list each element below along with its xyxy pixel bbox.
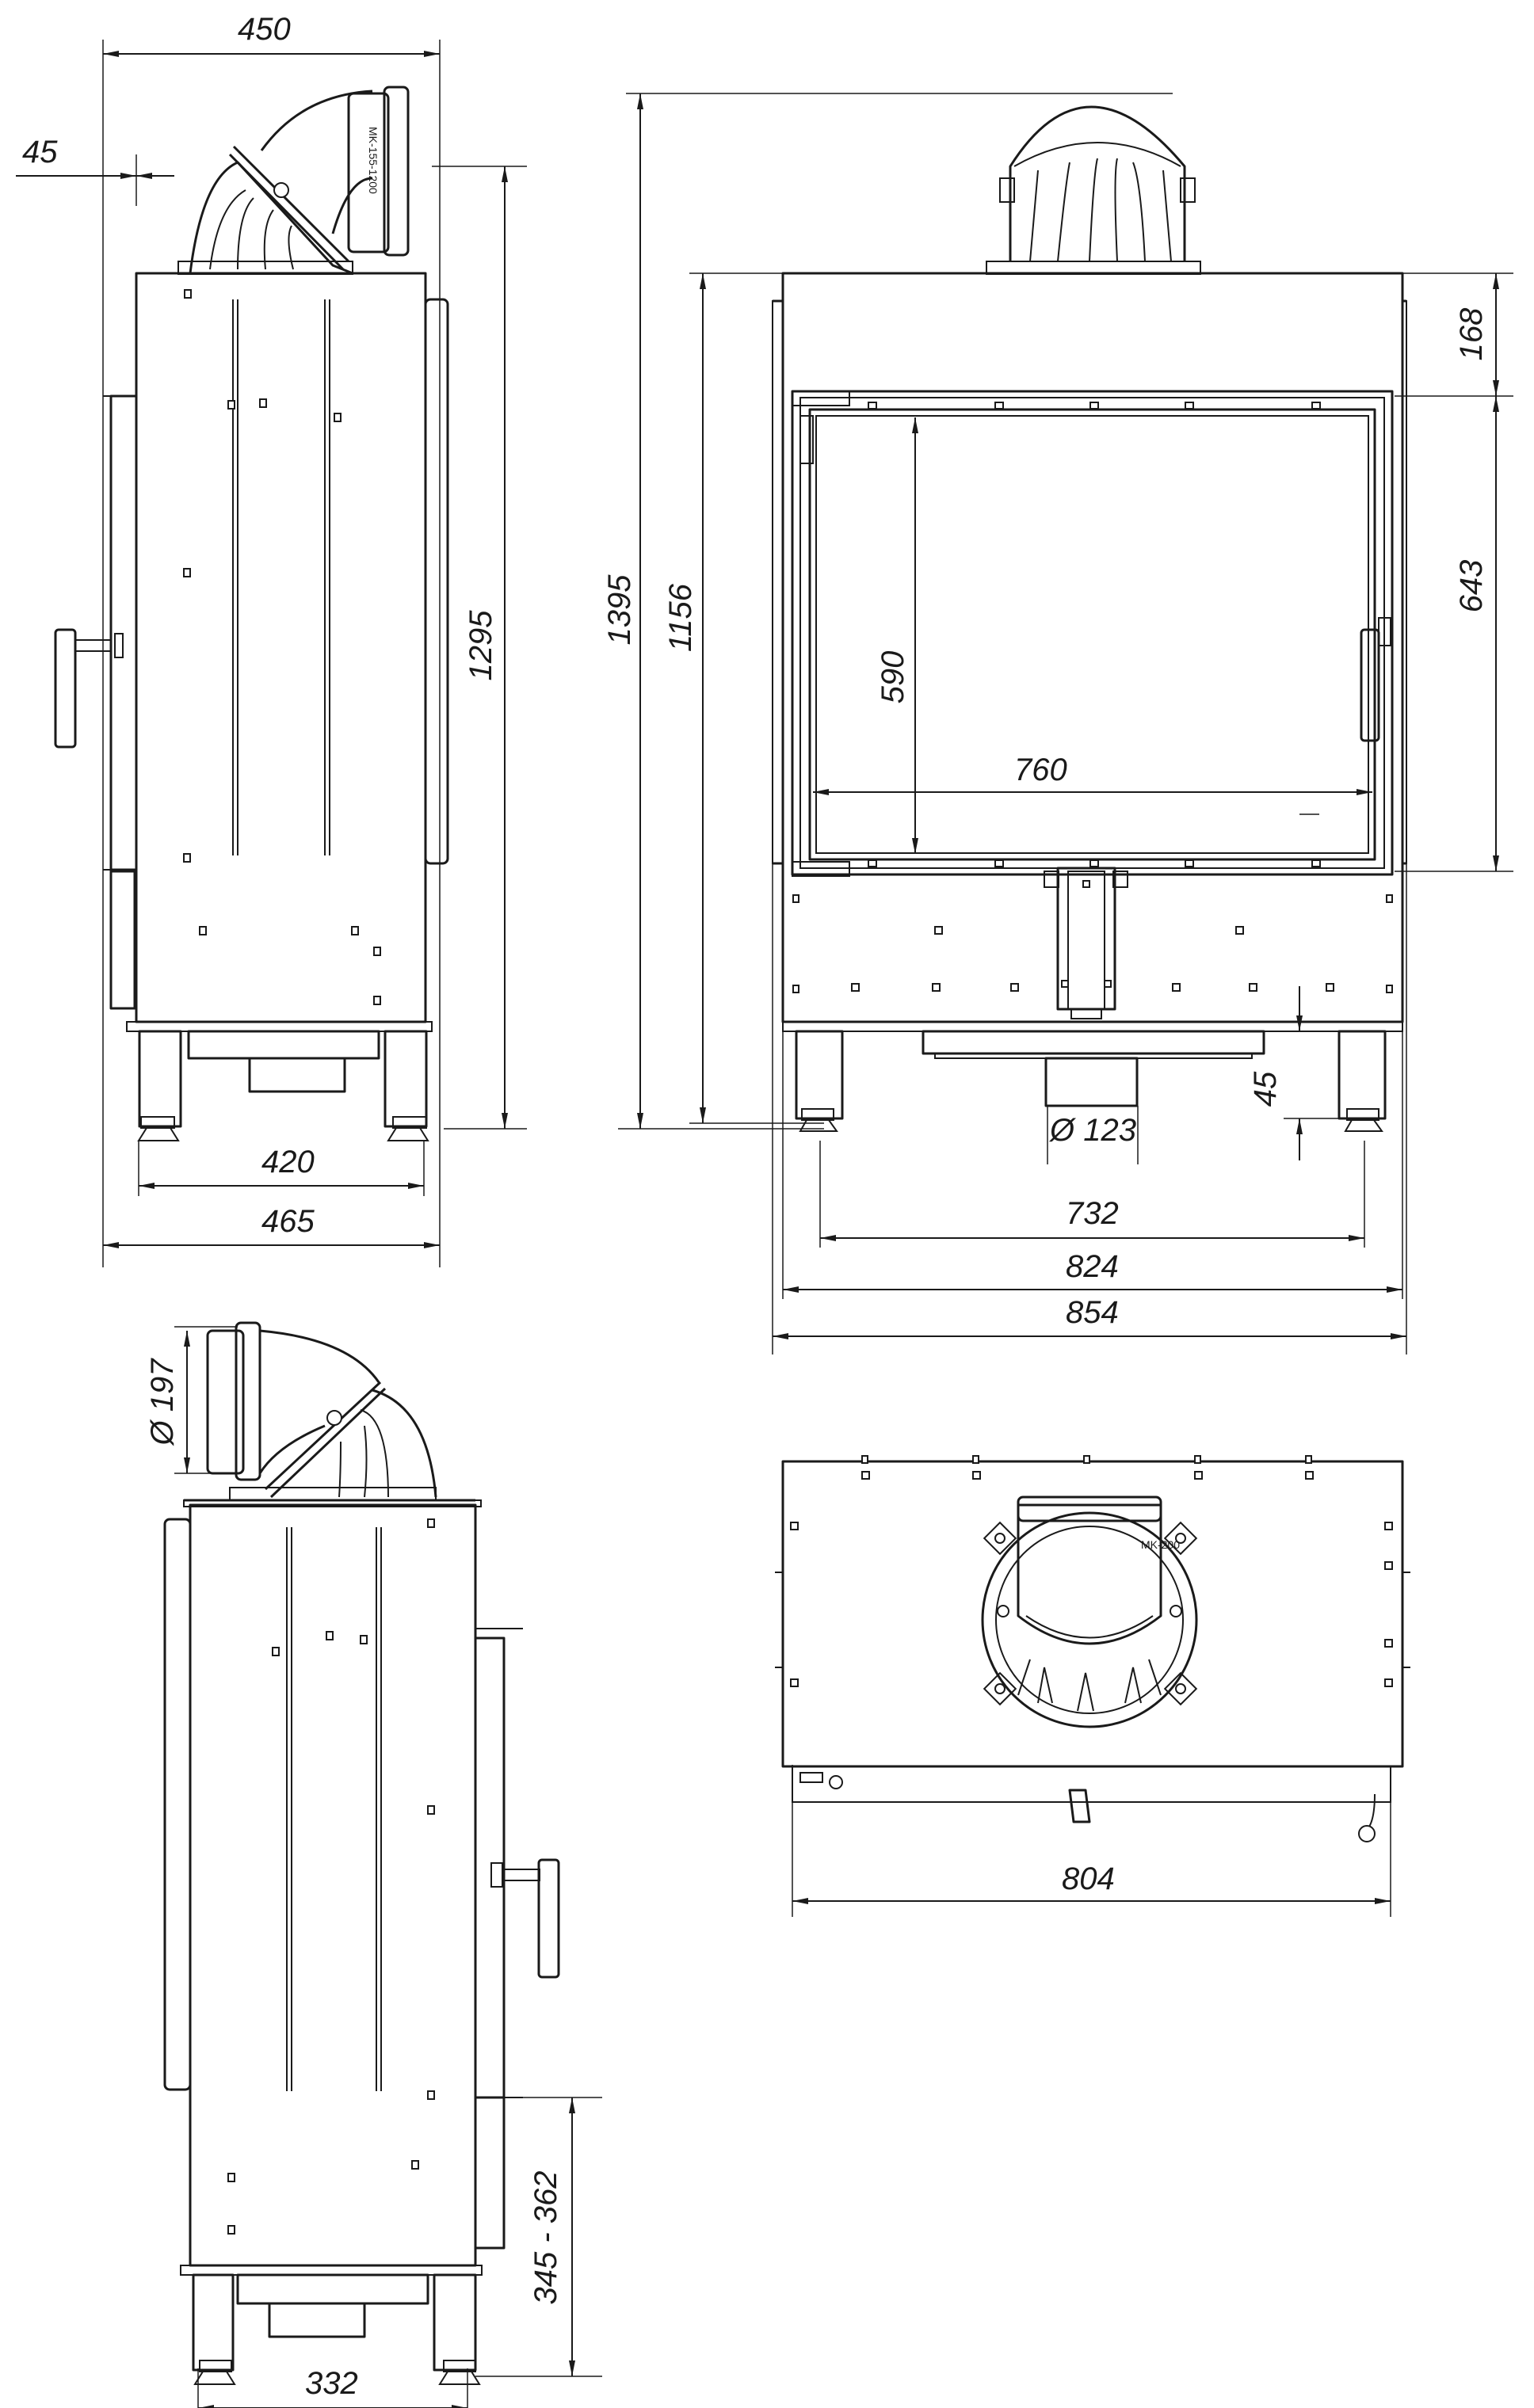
- side-bottom-legs: [192, 2273, 481, 2385]
- dim-body-depth: 465: [261, 1204, 315, 1239]
- dimension-labels: 450 45 1295 420 465 1395 1156 168 643 59…: [22, 12, 1489, 2401]
- flue-elbow: MK-155-1200: [177, 86, 410, 275]
- door-handle: [54, 628, 124, 749]
- top-flue-label: MK-200: [1141, 1538, 1180, 1551]
- front-view: [618, 93, 1513, 1354]
- side-rear-panel: [424, 298, 449, 865]
- side-view-top: MK-155-1200: [54, 40, 527, 1267]
- front-holes: [792, 894, 1393, 993]
- dim-flue-diameter: Ø 197: [145, 1358, 180, 1447]
- front-flue: [986, 105, 1201, 275]
- dim-top-width: 450: [238, 12, 291, 47]
- top-controls: [799, 1772, 1376, 1842]
- dimension-lines: [16, 51, 1499, 2408]
- dim-glass-width: 760: [1014, 752, 1067, 787]
- side-view-bottom: [163, 1321, 602, 2408]
- dim-feet-width-bottom: 332: [305, 2366, 358, 2401]
- side-bottom-holes: [227, 1518, 435, 2235]
- flue-elbow-bottom: [184, 1321, 475, 1502]
- top-view: MK-200: [775, 1455, 1410, 1917]
- dim-inlet-height: 345 - 362: [529, 2170, 563, 2304]
- dim-overall-width: 854: [1066, 1295, 1119, 1330]
- dim-flue-offset: 45: [22, 135, 58, 170]
- dim-leg-height: 45: [1248, 1071, 1283, 1107]
- top-holes: [775, 1455, 1410, 1687]
- dim-top-section: 168: [1454, 307, 1489, 360]
- side-body-bottom: [189, 1503, 477, 2267]
- dim-air-inlet: Ø 123: [1048, 1113, 1136, 1148]
- dim-total-height: 1395: [602, 574, 637, 646]
- dim-door-height: 643: [1454, 560, 1489, 613]
- door-handle-bottom: [490, 1858, 560, 1979]
- dim-side-height: 1295: [464, 610, 498, 681]
- flue-label: MK-155-1200: [367, 127, 380, 194]
- door: [791, 390, 1394, 877]
- side-holes: [183, 289, 381, 1005]
- side-legs: [137, 1030, 429, 1141]
- air-control-slot: [1044, 867, 1128, 1019]
- side-body: [135, 272, 427, 1023]
- top-body: [781, 1460, 1404, 1768]
- dim-glass-height: 590: [876, 651, 910, 704]
- dim-body-width: 824: [1066, 1249, 1119, 1284]
- dim-body-height: 1156: [663, 583, 698, 652]
- dim-leg-span: 732: [1066, 1196, 1119, 1231]
- top-flue-collar: MK-200: [981, 1495, 1198, 1728]
- dim-top-width-804: 804: [1062, 1861, 1115, 1896]
- front-body: [781, 272, 1404, 1023]
- dim-feet-width: 420: [261, 1145, 315, 1179]
- front-legs: [795, 1030, 1387, 1132]
